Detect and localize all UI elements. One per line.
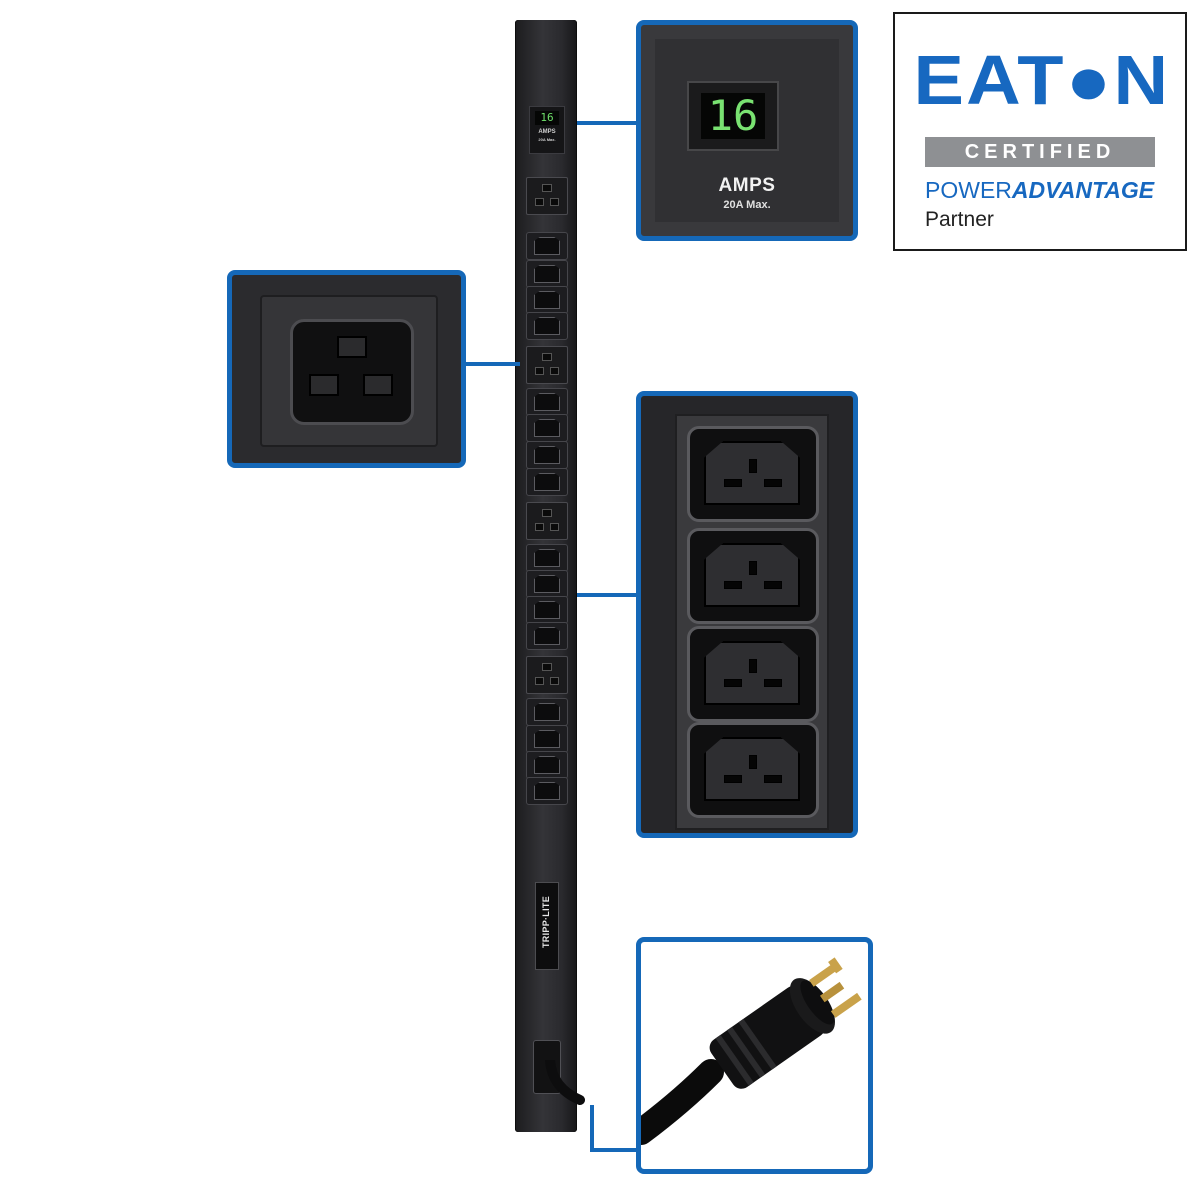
c19-slot-right [363,374,393,396]
connector-line-plug-horizontal [590,1148,638,1152]
c19-slot-ground [337,336,367,358]
pdu-c13-outlet [526,596,568,624]
pdu-c13-outlet [526,777,568,805]
pdu-strip: 16 AMPS 20A Max. TRIPP·LITE [515,20,577,1132]
c13-outlet [687,722,819,818]
connector-line-c13 [577,593,638,597]
callout-power-plug [636,937,873,1174]
power-advantage-label: POWERADVANTAGE [925,177,1154,204]
display-screen: 16 [687,81,779,151]
pdu-c13-outlet [526,232,568,260]
pdu-c13-outlet [526,544,568,572]
pdu-c13-outlet [526,260,568,288]
pdu-display-max: 20A Max. [538,137,556,142]
callout-c19-outlet [227,270,466,468]
pdu-power-cord [545,1060,585,1105]
callout-c13-outlets [636,391,858,838]
connector-line-plug-vertical [590,1105,594,1152]
c19-socket [290,319,414,425]
pdu-c13-outlet [526,570,568,598]
pdu-display-unit: AMPS [538,129,556,135]
display-value: 16 [701,93,765,139]
c13-outlet [687,528,819,624]
locking-plug-image [641,957,862,1145]
eaton-logo: EAT●N [913,41,1171,119]
pdu-c13-outlet [526,468,568,496]
pdu-c13-outlet [526,725,568,753]
tripp-lite-logo: TRIPP·LITE [535,882,559,970]
connector-line-c19 [464,362,520,366]
power-advantage-prefix: POWER [925,177,1012,203]
pdu-c13-outlet [526,286,568,314]
pdu-c19-outlet [526,502,568,540]
c19-outlet-plate [260,295,438,447]
c13-outlet-strip [675,414,829,830]
pdu-display-value: 16 [535,111,559,125]
c19-slot-left [309,374,339,396]
pdu-c13-outlet [526,414,568,442]
pdu-c19-outlet [526,656,568,694]
eaton-certified-badge: EAT●N CERTIFIED POWERADVANTAGE Partner [893,12,1187,251]
pdu-c19-outlet [526,177,568,215]
c13-outlet [687,626,819,722]
connector-line-display [577,121,638,125]
pdu-c13-outlet [526,698,568,726]
display-max-label: 20A Max. [723,199,771,211]
pdu-c13-outlet [526,441,568,469]
c13-outlet [687,426,819,522]
pdu-amp-display: 16 AMPS 20A Max. [529,106,565,154]
power-advantage-name: ADVANTAGE [1011,177,1155,203]
partner-label: Partner [925,208,994,231]
pdu-c13-outlet [526,751,568,779]
tripp-lite-logo-text: TRIPP·LITE [541,896,551,948]
pdu-c13-outlet [526,312,568,340]
display-unit-label: AMPS [718,175,776,196]
pdu-cord-retainer [533,1040,561,1094]
callout-amp-display: 16 AMPS 20A Max. [636,20,858,241]
pdu-c19-outlet [526,346,568,384]
certified-bar: CERTIFIED [925,137,1155,167]
pdu-c13-outlet [526,388,568,416]
pdu-c13-outlet [526,622,568,650]
